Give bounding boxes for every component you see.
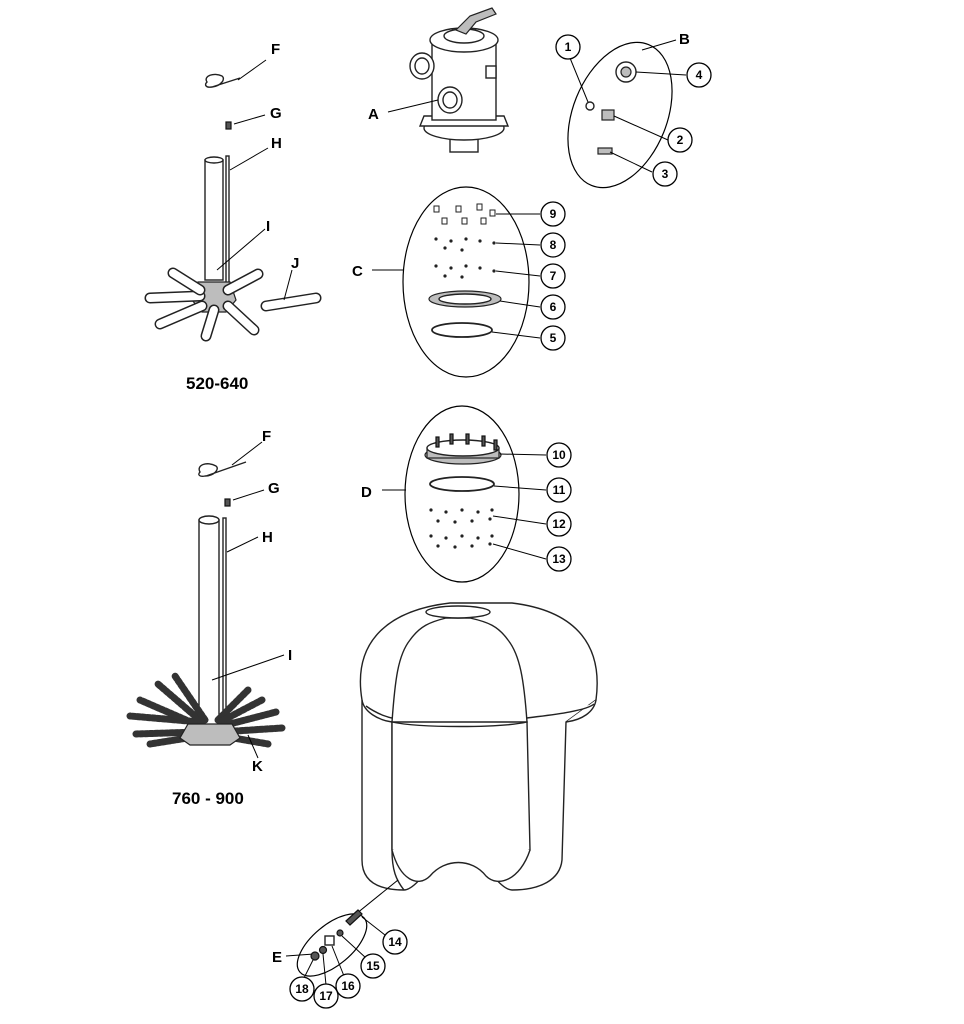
label-f-small: F xyxy=(271,41,280,58)
callout-5: 5 xyxy=(550,331,557,345)
callout-17: 17 xyxy=(319,989,333,1003)
lateral-arms-small xyxy=(144,267,264,342)
part-7-nuts xyxy=(434,264,496,279)
label-g-large: G xyxy=(268,480,280,497)
lateral-assembly-760-900: F G H I K 760 - 900 xyxy=(126,428,292,808)
part-h-air-tube-small xyxy=(225,155,230,292)
callout-11: 11 xyxy=(553,483,566,497)
callout-12: 12 xyxy=(552,517,566,531)
group-e-drain-parts: E 14 15 16 17 18 xyxy=(272,879,408,1009)
label-i-large: I xyxy=(288,647,292,664)
part-13-nuts xyxy=(429,534,494,549)
part-lateral-hub-large xyxy=(179,723,241,746)
part-11-o-ring xyxy=(429,476,495,492)
callout-18: 18 xyxy=(295,982,309,996)
label-a: A xyxy=(368,106,379,123)
part-h-air-tube-large xyxy=(222,517,227,719)
label-j: J xyxy=(291,255,299,272)
part-14-drain-pipe xyxy=(345,909,363,926)
lateral-assembly-520-640: F G H I xyxy=(144,41,322,393)
callout-13: 13 xyxy=(552,552,566,566)
group-c-flange-parts: C 9 8 7 xyxy=(352,186,566,378)
label-g-small: G xyxy=(270,105,282,122)
part-i-center-pipe-small xyxy=(204,159,224,281)
part-5-o-ring xyxy=(431,322,493,338)
callout-9: 9 xyxy=(550,207,557,221)
callout-8: 8 xyxy=(550,238,557,252)
callout-4: 4 xyxy=(696,68,703,82)
callout-6: 6 xyxy=(550,300,557,314)
part-9-screws xyxy=(433,203,496,225)
callout-3: 3 xyxy=(662,167,669,181)
callout-2: 2 xyxy=(677,133,684,147)
model-label-small: 520-640 xyxy=(186,374,248,393)
filter-tank-body xyxy=(359,602,598,891)
part-16-drain-cap xyxy=(324,935,335,946)
oval-d xyxy=(404,405,520,583)
label-d: D xyxy=(361,484,372,501)
part-f-clip-small xyxy=(204,73,241,88)
valve-handle xyxy=(454,7,497,35)
callout-16: 16 xyxy=(341,979,355,993)
callout-10: 10 xyxy=(552,448,566,462)
label-h-small: H xyxy=(271,135,282,152)
callout-7: 7 xyxy=(550,269,557,283)
group-d-clamp-parts: D 10 11 12 xyxy=(361,405,572,583)
part-f-clip-large xyxy=(198,461,247,477)
part-g-screw-small xyxy=(225,121,232,130)
part-8-washers xyxy=(434,237,496,252)
label-b: B xyxy=(679,31,690,48)
label-h-large: H xyxy=(262,529,273,546)
callout-14: 14 xyxy=(388,935,402,949)
label-c: C xyxy=(352,263,363,280)
part-j-lateral xyxy=(260,292,322,312)
part-12-washers xyxy=(429,508,494,524)
label-i-small: I xyxy=(266,218,270,235)
callout-1: 1 xyxy=(565,40,572,54)
oval-b xyxy=(567,41,673,189)
callout-15: 15 xyxy=(366,959,380,973)
part-10-flange-ring xyxy=(424,433,502,465)
oval-c xyxy=(402,186,530,378)
part-g-screw-large xyxy=(224,498,231,507)
label-k: K xyxy=(252,758,263,775)
label-e: E xyxy=(272,949,282,966)
label-f-large: F xyxy=(262,428,271,445)
part-i-center-pipe-large xyxy=(198,519,220,726)
model-label-large: 760 - 900 xyxy=(172,789,244,808)
part-a-multiport-valve: A xyxy=(368,7,510,153)
group-b-gauge-parts: B 4 1 2 3 xyxy=(555,31,712,189)
